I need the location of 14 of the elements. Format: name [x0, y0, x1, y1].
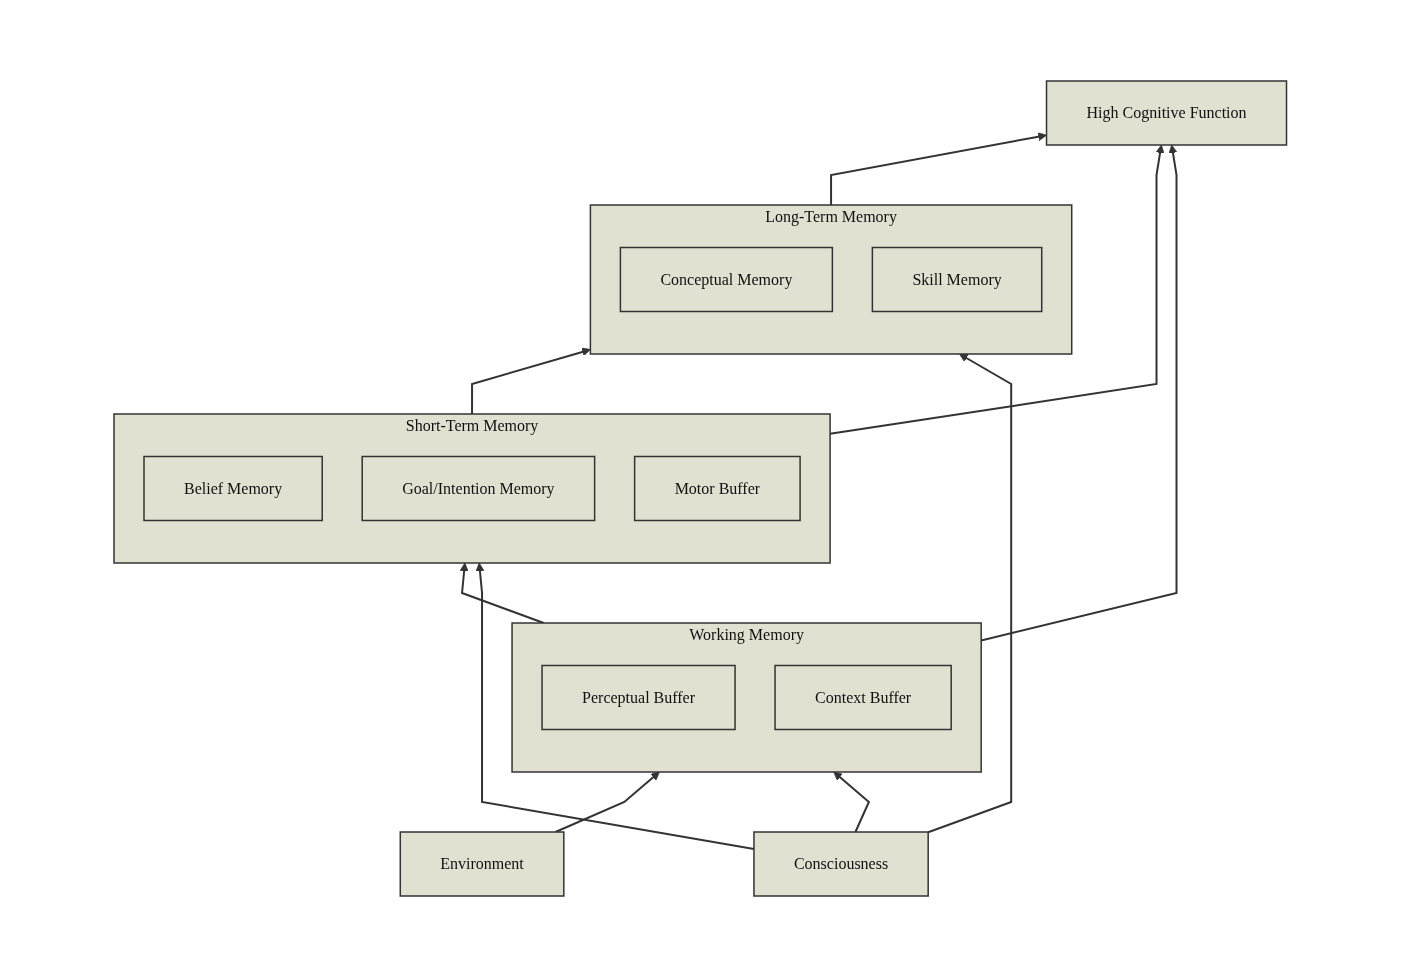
- node-box: Goal/Intention Memory: [361, 455, 596, 521]
- node-box: Motor Buffer: [634, 455, 802, 521]
- arrow: [833, 771, 871, 833]
- node-box: Perceptual Buffer: [541, 664, 737, 730]
- node-box: Conceptual Memory: [619, 246, 834, 312]
- node-box: Belief Memory: [143, 455, 324, 521]
- node-box: Context Buffer: [774, 664, 953, 730]
- node-box: Consciousness: [753, 830, 930, 897]
- arrow: [471, 347, 592, 415]
- arrow: [554, 771, 661, 833]
- node-box: High Cognitive Function: [1046, 79, 1288, 146]
- node-box: Skill Memory: [871, 246, 1043, 312]
- node-box: Environment: [399, 830, 565, 897]
- arrow: [927, 353, 1013, 833]
